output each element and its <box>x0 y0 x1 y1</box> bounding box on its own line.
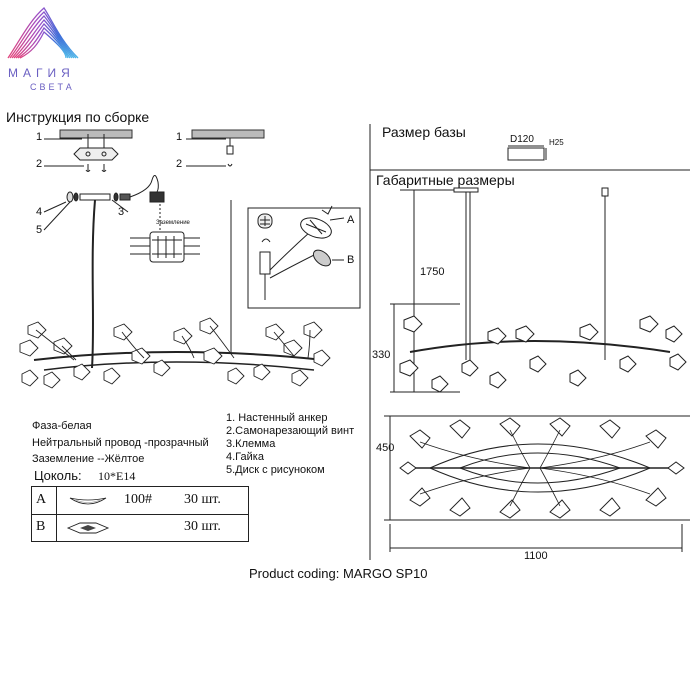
base-diameter: D120 <box>510 134 534 145</box>
ceiling-hatch-right <box>191 129 265 139</box>
brand-logo: МАГИЯ СВЕТА <box>0 0 90 100</box>
callout-4: 4 <box>36 206 43 218</box>
legend-item: 4.Гайка <box>226 451 264 463</box>
parts-table: A 100# 30 шт. B 30 шт. <box>31 486 249 542</box>
assembly-title: Инструкция по сборке <box>6 109 150 125</box>
ceiling-hatch-left <box>59 129 133 139</box>
callout-2: 2 <box>36 158 43 170</box>
brand-name: МАГИЯ <box>8 66 75 80</box>
callout-5: 5 <box>36 224 43 236</box>
brand-tagline: СВЕТА <box>30 82 75 92</box>
dim-height-body: 330 <box>372 349 391 361</box>
part-qty: 30 шт. <box>184 519 221 534</box>
legend-item: 3.Клемма <box>226 438 276 450</box>
decor-disk-icon <box>66 522 110 534</box>
table-row: B 30 шт. <box>32 514 248 541</box>
chandelier-front-view <box>19 317 331 389</box>
assembly-diagram <box>43 129 361 369</box>
dimensions-title: Габаритные размеры <box>376 172 515 188</box>
legend-item: 1. Настенный анкер <box>226 412 328 424</box>
detail-box <box>247 205 361 309</box>
legend-item: 5.Диск с рисунокoм <box>226 464 325 476</box>
part-code: 100# <box>124 492 152 507</box>
dim-depth: 450 <box>376 442 395 454</box>
socket-value: 10*E14 <box>98 469 136 483</box>
side-view <box>399 315 687 393</box>
dimension-drawing <box>384 187 690 552</box>
callout-1-right: 1 <box>176 131 183 143</box>
grounding-terminal <box>130 231 200 263</box>
wiring-phase: Фаза-белая <box>32 420 92 432</box>
callout-1: 1 <box>36 131 43 143</box>
grounding-label: Заземление <box>156 220 190 226</box>
part-letter: B <box>36 519 46 534</box>
base-height: H25 <box>549 138 564 147</box>
dim-width: 1100 <box>524 550 548 562</box>
detail-label-b: B <box>347 254 355 266</box>
legend-item: 2.Самонарезающий винт <box>226 425 355 437</box>
base-size-diagram <box>507 145 547 161</box>
table-row: A 100# 30 шт. <box>32 487 248 515</box>
product-coding: Product coding: MARGO SP10 <box>249 566 428 581</box>
wiring-neutral: Нейтральный провод -прозрачный <box>32 437 209 449</box>
part-qty: 30 шт. <box>184 492 221 507</box>
detail-label-a: A <box>347 214 355 226</box>
callout-2-right: 2 <box>176 158 183 170</box>
part-letter: A <box>36 492 47 507</box>
brand-logo-mark <box>7 7 79 59</box>
glass-shade-icon <box>69 497 107 505</box>
top-view <box>384 415 690 552</box>
wiring-ground: Заземление --Жёлтое <box>32 453 145 465</box>
mounting-plate <box>73 147 119 161</box>
socket-label: Цоколь: <box>34 468 82 483</box>
dim-height-total: 1750 <box>420 266 445 278</box>
callout-3: 3 <box>118 206 125 218</box>
crossbar-assembly <box>66 191 131 203</box>
base-size-title: Размер базы <box>382 124 466 140</box>
